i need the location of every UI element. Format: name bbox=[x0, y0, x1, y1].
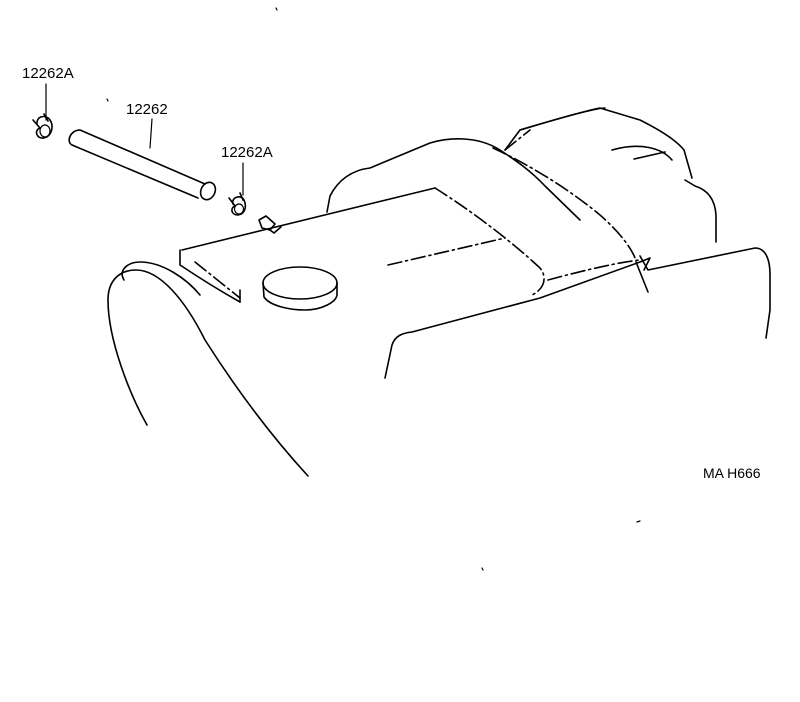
leader-lines bbox=[45, 83, 244, 196]
ventilation-hose bbox=[68, 129, 217, 201]
hose-clip-left bbox=[32, 113, 53, 139]
hose-clip-right bbox=[228, 192, 247, 216]
part-number-hose: 12262 bbox=[126, 101, 168, 118]
engine-head-cover bbox=[107, 107, 771, 477]
stray-marks bbox=[106, 7, 641, 571]
part-number-clip-left: 12262A bbox=[22, 65, 74, 82]
part-number-clip-right: 12262A bbox=[221, 144, 273, 161]
figure-code: MA H666 bbox=[703, 465, 761, 481]
